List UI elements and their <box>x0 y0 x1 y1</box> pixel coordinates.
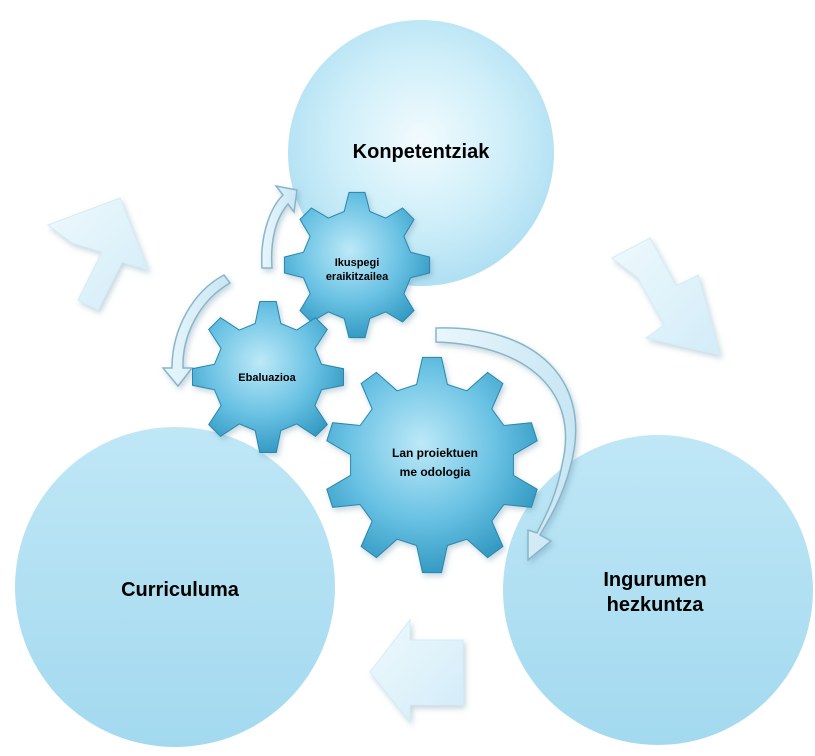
label-curriculuma: Curriculuma <box>121 579 239 601</box>
label-ingurumen: Ingurumen <box>603 569 707 591</box>
label-gear-lan-proiektuen: Lan proiektuen me odologia <box>370 446 500 480</box>
block-arrow-left <box>369 618 464 724</box>
curved-arrow-big <box>435 327 577 562</box>
label-metodologia: me odologia <box>399 465 471 479</box>
gear-ebaluazioa <box>192 301 344 453</box>
curved-arrow-left <box>161 274 232 388</box>
circle-curriculuma <box>15 427 335 747</box>
gear-ikuspegi-eraikitzailea <box>283 191 431 339</box>
label-eraikitzailea: eraikitzailea <box>325 271 389 283</box>
label-gear-ikuspegi: Ikuspegi eraikitzailea <box>312 256 402 284</box>
circle-ingurumen-hezkuntza <box>503 435 813 745</box>
curved-arrow-top <box>260 184 298 269</box>
label-ebaluazioa: Ebaluazioa <box>238 372 296 384</box>
label-konpetentziak: Konpetentziak <box>352 141 490 163</box>
block-arrow-up-right <box>46 197 149 311</box>
label-hezkuntza: hezkuntza <box>606 594 704 616</box>
gear-lan-proiektuen-metodologia <box>326 356 538 574</box>
label-lan-proiektuen: Lan proiektuen <box>391 446 478 460</box>
block-arrow-down-right <box>611 237 721 356</box>
label-ikuspegi: Ikuspegi <box>334 257 380 269</box>
label-ingurumen-hezkuntza: Ingurumen hezkuntza <box>570 568 740 618</box>
